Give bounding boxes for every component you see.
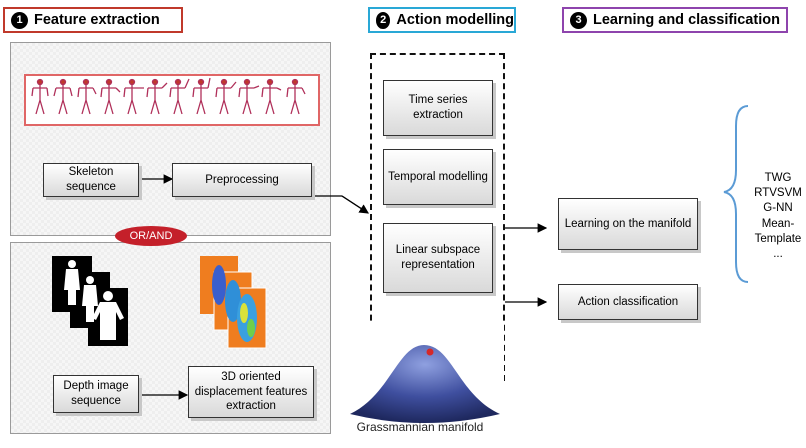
header-label: Learning and classification bbox=[593, 12, 780, 28]
step-number-2: 2 bbox=[376, 11, 391, 29]
skeleton-figure bbox=[123, 78, 144, 115]
method-item: RTVSVM bbox=[754, 187, 802, 200]
step-number-1: 1 bbox=[11, 11, 28, 29]
methods-list: TWG RTVSVM G-NN Mean- Template ... bbox=[752, 171, 804, 262]
depth-colored-frames bbox=[200, 256, 267, 349]
manifold-surface bbox=[336, 323, 504, 443]
skeleton-figure bbox=[31, 78, 49, 115]
header-learning: 3 Learning and classification bbox=[562, 7, 788, 33]
skeleton-figure bbox=[286, 78, 306, 115]
temporal-modelling-box: Temporal modelling bbox=[383, 149, 493, 205]
time-series-extraction-box: Time series extraction bbox=[383, 80, 493, 136]
skeleton-figure bbox=[169, 78, 190, 115]
skeleton-figure bbox=[192, 77, 211, 115]
method-item: ... bbox=[773, 247, 783, 260]
linear-subspace-box: Linear subspace representation bbox=[383, 223, 493, 293]
displacement-features-box: 3D oriented displacement features extrac… bbox=[188, 366, 314, 418]
method-item: Template bbox=[754, 232, 802, 245]
skeleton-sequence-box: Skeleton sequence bbox=[43, 163, 139, 197]
manifold-caption: Grassmannian manifold bbox=[356, 420, 484, 434]
depth-image-sequence-box: Depth image sequence bbox=[53, 375, 139, 413]
preprocessing-box: Preprocessing bbox=[172, 163, 312, 197]
header-feature-extraction: 1 Feature extraction bbox=[3, 7, 183, 33]
or-and-badge: OR/AND bbox=[115, 226, 187, 246]
skeleton-figure bbox=[215, 78, 237, 115]
skeleton-figure bbox=[53, 78, 73, 115]
method-item: G-NN bbox=[763, 202, 793, 215]
learning-on-manifold-box: Learning on the manifold bbox=[558, 198, 698, 250]
skeleton-figure bbox=[261, 78, 282, 115]
skeleton-figure bbox=[146, 78, 168, 115]
depth-silhouettes bbox=[52, 256, 128, 346]
curly-brace bbox=[723, 105, 749, 283]
header-label: Action modelling bbox=[396, 12, 514, 28]
skeleton-figure bbox=[100, 78, 121, 115]
skeleton-figure bbox=[238, 78, 260, 115]
method-item: Mean- bbox=[761, 217, 795, 230]
action-classification-box: Action classification bbox=[558, 284, 698, 320]
header-label: Feature extraction bbox=[34, 12, 160, 28]
header-action-modelling: 2 Action modelling bbox=[368, 7, 516, 33]
skeleton-figure bbox=[77, 78, 97, 115]
step-number-3: 3 bbox=[570, 11, 587, 29]
skeleton-frames bbox=[31, 77, 306, 115]
method-item: TWG bbox=[764, 172, 792, 184]
